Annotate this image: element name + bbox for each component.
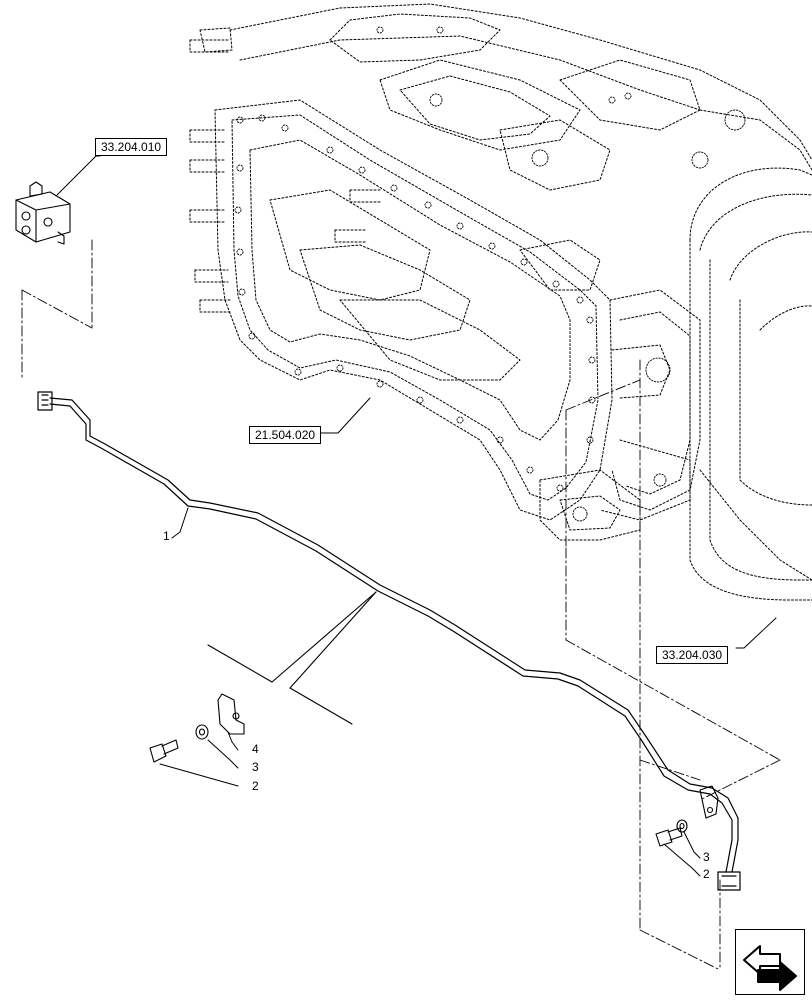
washer-left [195, 724, 209, 740]
return-button[interactable] [735, 929, 805, 995]
callout-bolt-left: 2 [252, 779, 259, 793]
callout-washer-left: 3 [252, 760, 259, 774]
pipe-clip-right [699, 785, 719, 819]
pipe-clip [217, 693, 245, 735]
callout-pipe: 1 [163, 529, 170, 543]
reference-box-block[interactable]: 33.204.010 [95, 138, 168, 156]
callout-washer-right: 3 [703, 850, 710, 864]
callout-bolt-right: 2 [703, 867, 710, 881]
flange-holes [234, 26, 746, 522]
return-arrow-icon [743, 945, 797, 991]
section-break-lines [207, 591, 377, 725]
reference-box-right[interactable]: 33.204.030 [656, 646, 729, 664]
flange-studs [189, 39, 381, 313]
hydraulic-block [15, 181, 71, 245]
bolt-right [655, 827, 683, 847]
washer-right [676, 819, 688, 833]
phantom-lines [21, 239, 781, 971]
leader-lines [55, 155, 777, 877]
transmission-housing [189, 3, 812, 601]
hydraulic-pipe [37, 391, 741, 891]
reference-box-frame[interactable]: 21.504.020 [249, 426, 322, 444]
callout-clip: 4 [252, 742, 259, 756]
bolt-left [149, 739, 179, 763]
